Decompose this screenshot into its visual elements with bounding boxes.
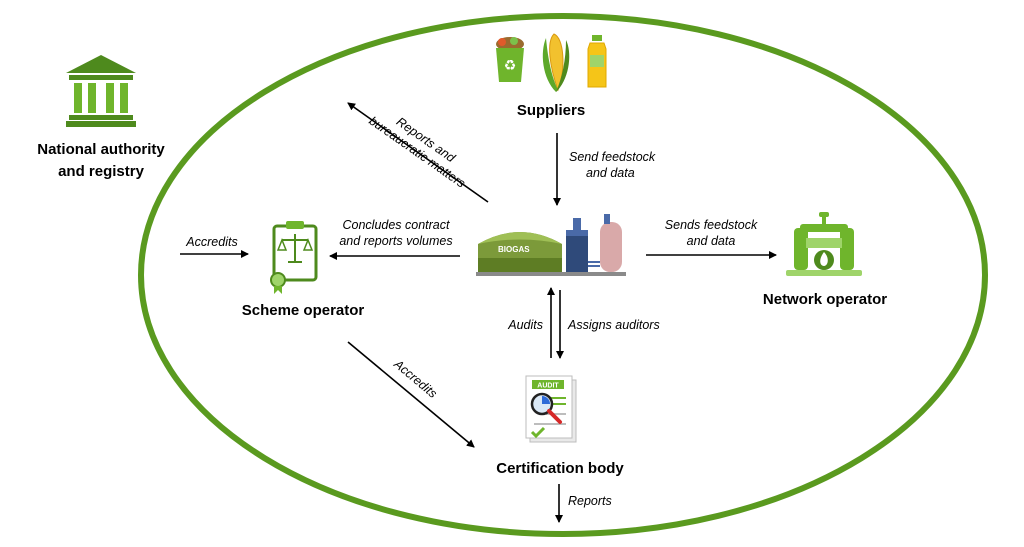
svg-text:♻: ♻ [504, 57, 517, 73]
suppliers-label: Suppliers [517, 102, 585, 119]
biogas-plant-icon: BIOGAS [476, 214, 626, 276]
recycle-bin-icon: ♻ [496, 37, 524, 82]
oil-bottle-icon [587, 35, 607, 88]
certificate-scales-icon [270, 221, 318, 294]
scheme-operator-label: Scheme operator [242, 302, 365, 319]
sends-feedstock-label-line2: and data [687, 234, 736, 248]
sends-feedstock-label-line1: Sends feedstock [665, 218, 758, 232]
accredits-cert-label: Accredits [391, 356, 440, 400]
reports-label: Reports [568, 494, 612, 508]
concludes-contract-label-line1: Concludes contract [342, 218, 450, 232]
audit-header: AUDIT [537, 383, 559, 390]
certification-body-label: Certification body [496, 460, 624, 477]
network-operator-label: Network operator [763, 291, 887, 308]
audit-document-icon: AUDIT [525, 375, 577, 443]
send-feedstock-label-line1: Send feedstock [569, 150, 656, 164]
audits-label: Audits [507, 318, 543, 332]
concludes-contract-label-line2: and reports volumes [339, 234, 452, 248]
send-feedstock-label-line2: and data [586, 166, 635, 180]
arrow-accredits-cert [347, 341, 475, 448]
corn-icon [542, 33, 570, 92]
assigns-auditors-label: Assigns auditors [567, 318, 660, 332]
government-building-icon [66, 55, 136, 127]
arrow-reports-bureaucratic [347, 102, 489, 203]
national-authority-label-line2: and registry [58, 163, 145, 180]
system-boundary-ellipse [138, 13, 988, 537]
national-authority-label-line1: National authority [37, 141, 165, 158]
biogas-sign: BIOGAS [498, 245, 530, 254]
gas-pipeline-icon [786, 212, 862, 276]
accredits-scheme-label: Accredits [185, 235, 237, 249]
